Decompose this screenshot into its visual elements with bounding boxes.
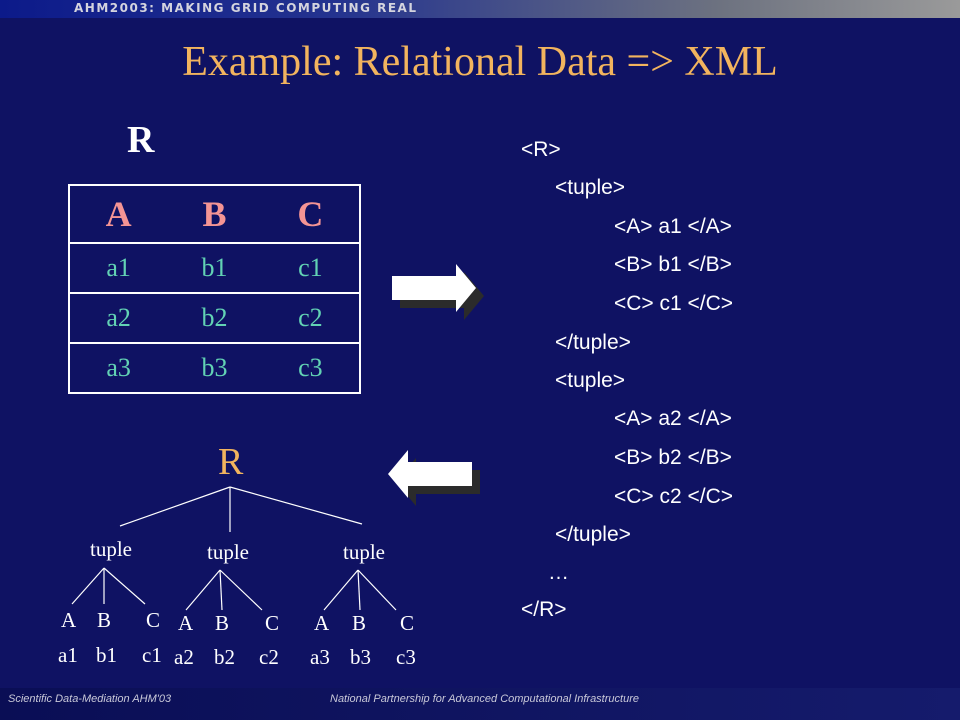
- xml-line: …: [548, 561, 569, 584]
- tree-attr-label: C: [146, 608, 161, 632]
- tree-value-label: c3: [396, 645, 416, 669]
- xml-line: </tuple>: [555, 523, 631, 546]
- slide-title: Example: Relational Data => XML: [182, 39, 778, 85]
- tree-value-label: b2: [214, 645, 235, 669]
- tree-value-label: b3: [350, 645, 371, 669]
- table-header-row: A B C: [69, 185, 360, 244]
- tree-tuple-label: tuple: [343, 540, 385, 564]
- xml-line: <A> a1 </A>: [614, 215, 732, 238]
- xml-line: <R>: [521, 138, 561, 161]
- xml-line: <B> b1 </B>: [614, 253, 732, 276]
- column-header: C: [261, 185, 360, 244]
- tree-root-label: R: [218, 441, 244, 483]
- xml-line: <C> c2 </C>: [614, 485, 734, 508]
- xml-line: <tuple>: [555, 176, 626, 199]
- tree-attr-label: A: [178, 611, 194, 635]
- xml-line: </tuple>: [555, 331, 631, 354]
- banner-text: AHM2003: MAKING GRID COMPUTING REAL: [74, 1, 418, 15]
- xml-line: <C> c1 </C>: [614, 292, 734, 315]
- column-header: A: [69, 185, 168, 244]
- table-row: a2 b2 c2: [69, 293, 360, 344]
- tree-value-label: a1: [58, 643, 78, 667]
- relation-name: R: [127, 119, 155, 161]
- header-banner: AHM2003: MAKING GRID COMPUTING REAL: [0, 0, 960, 18]
- tree-tuple-label: tuple: [207, 540, 249, 564]
- table-cell: a1: [69, 243, 168, 294]
- tree-attr-label: C: [400, 611, 415, 635]
- left-arrow-icon: [388, 450, 480, 506]
- table-cell: b3: [201, 353, 228, 382]
- tree-attr-label: A: [314, 611, 330, 635]
- footer-left-text: Scientific Data-Mediation AHM'03: [8, 693, 172, 705]
- tree-attr-label: B: [97, 608, 112, 632]
- table-cell: c2: [261, 293, 360, 344]
- xml-line: <A> a2 </A>: [614, 407, 732, 430]
- relation-table: A B C a1 b1 c1 a2 b2 c2 a3 b3 c3: [68, 184, 361, 394]
- xml-line: <tuple>: [555, 369, 626, 392]
- tree-value-label: c1: [142, 643, 162, 667]
- tree-tuple-label: tuple: [90, 537, 132, 561]
- footer-bar: [0, 688, 960, 720]
- tree-attr-label: A: [61, 608, 77, 632]
- table-cell: a2: [69, 293, 168, 344]
- xml-line: </R>: [521, 598, 567, 621]
- table-cell: b2: [167, 293, 262, 344]
- tree-edges: [71, 486, 397, 611]
- tree-value-label: a2: [174, 645, 194, 669]
- table-row: a3 b3 c3: [69, 343, 360, 393]
- tree-attr-label: B: [215, 611, 230, 635]
- tree-value-label: c2: [259, 645, 279, 669]
- table-row: a1 b1 c1: [69, 243, 360, 294]
- footer-right-text: National Partnership for Advanced Comput…: [330, 693, 639, 705]
- table-cell: c1: [261, 243, 360, 294]
- table-cell: c3: [298, 353, 323, 382]
- table-cell: a3: [106, 353, 131, 382]
- column-header: B: [167, 185, 262, 244]
- xml-line: <B> b2 </B>: [614, 446, 732, 469]
- tree-value-label: a3: [310, 645, 330, 669]
- tree-attr-label: C: [265, 611, 280, 635]
- tree-attr-label: B: [352, 611, 367, 635]
- tree-value-label: b1: [96, 643, 117, 667]
- table-cell: b1: [167, 243, 262, 294]
- right-arrow-icon: [392, 264, 484, 320]
